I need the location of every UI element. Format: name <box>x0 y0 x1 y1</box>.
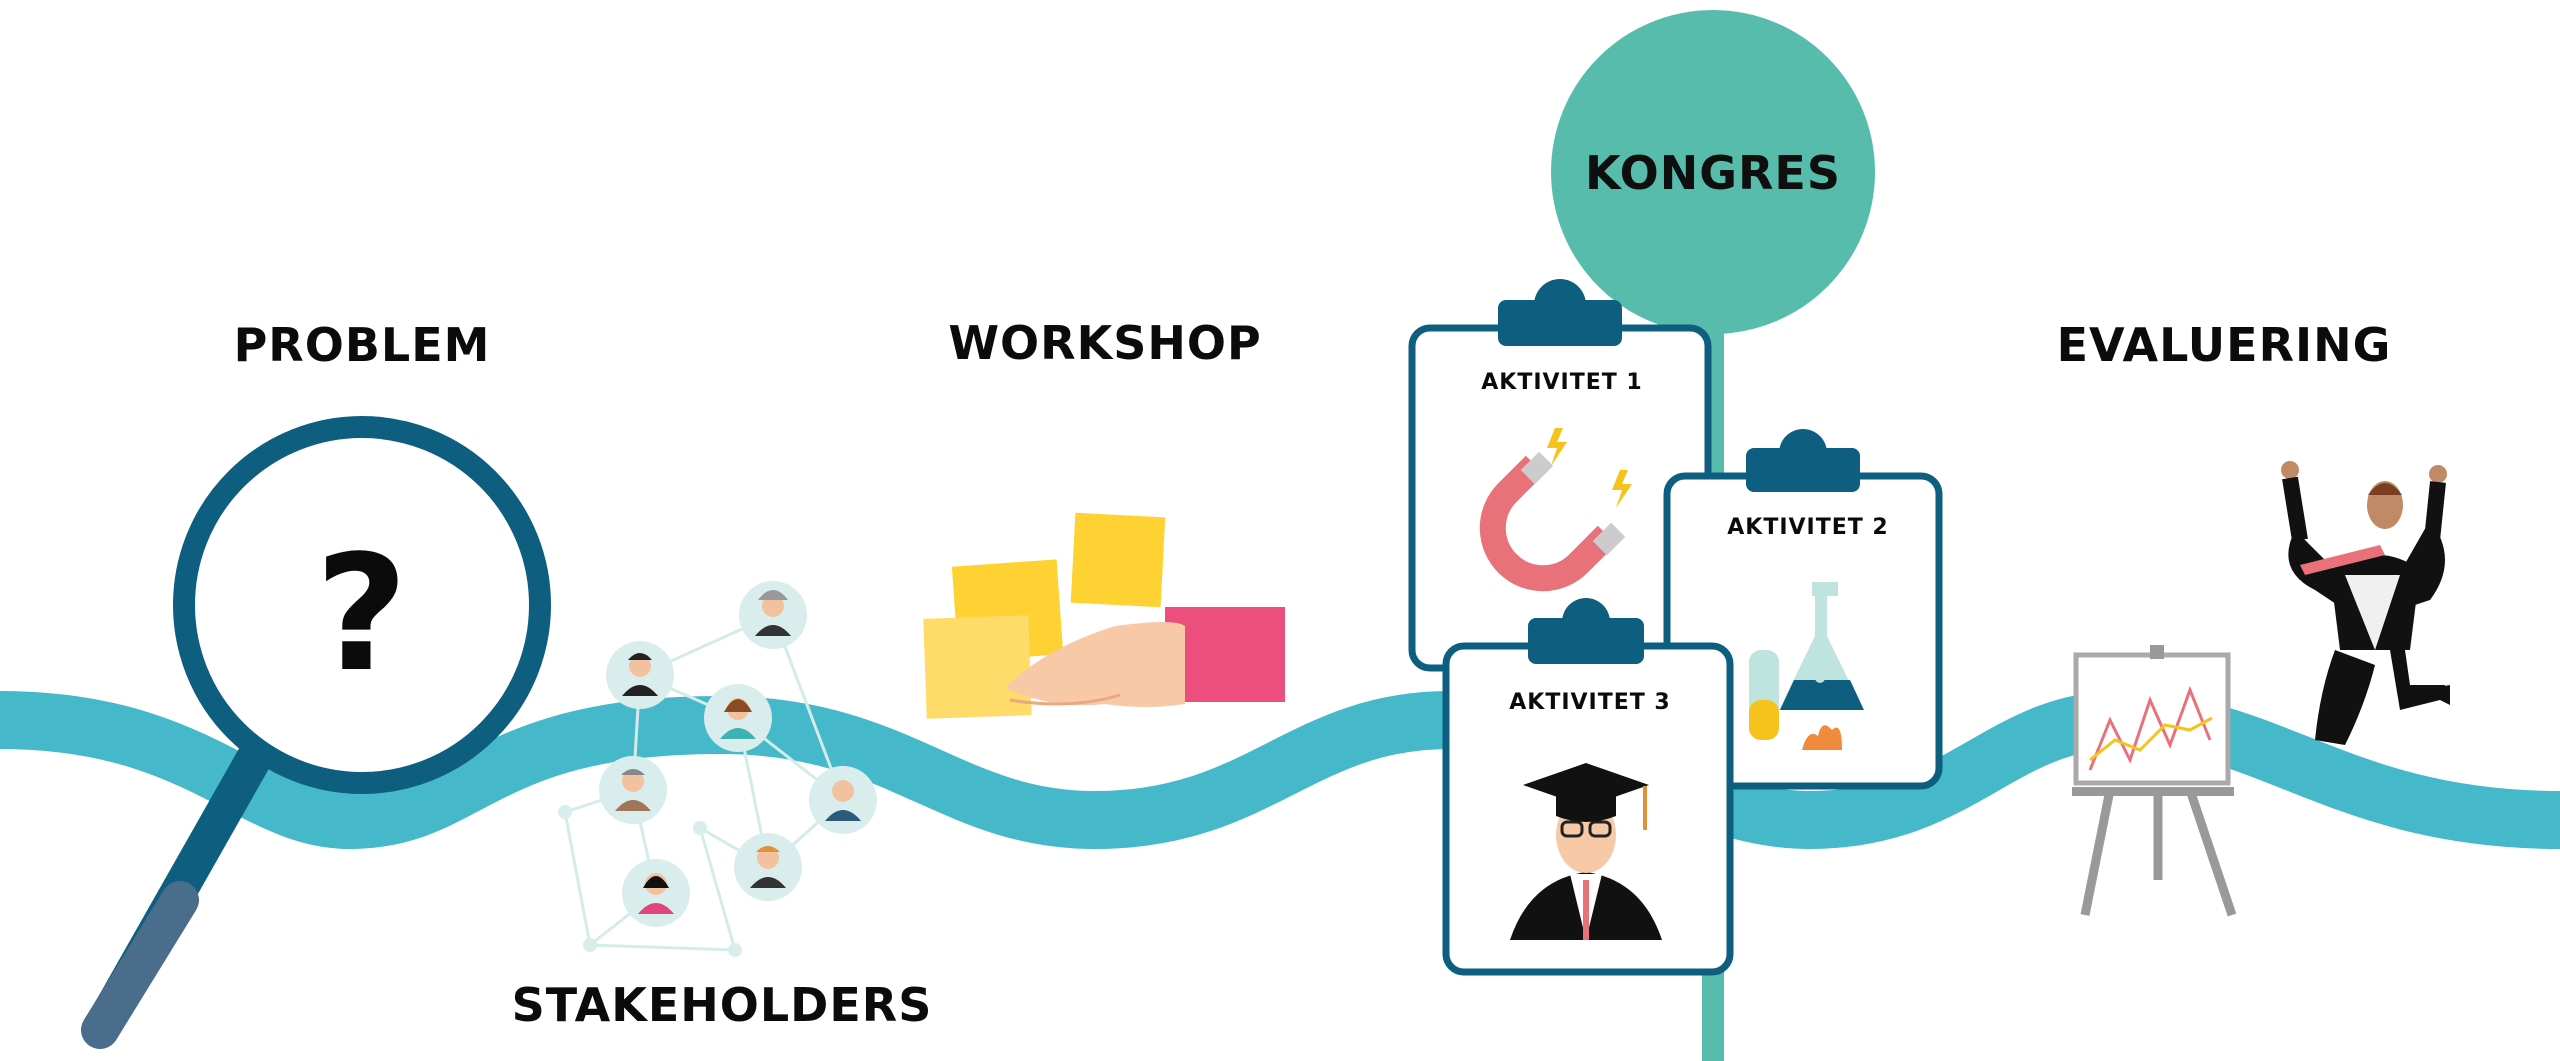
sticky-notes-icon <box>923 512 1285 719</box>
magnifier-icon <box>81 416 551 1049</box>
step-label-kongres: KONGRES <box>1585 146 1841 200</box>
step-label-workshop: WORKSHOP <box>948 316 1262 370</box>
question-mark: ? <box>315 520 409 707</box>
flask-icon <box>1749 582 1864 750</box>
step-label-problem: PROBLEM <box>233 318 491 372</box>
avatar <box>606 641 674 709</box>
clipboard-title-aktivitet-2: AKTIVITET 2 <box>1727 515 1889 540</box>
avatar <box>622 859 690 927</box>
avatar <box>599 756 667 824</box>
graduate-icon <box>1510 763 1662 940</box>
clipboard-aktivitet-3 <box>1442 598 1734 976</box>
avatar <box>809 766 877 834</box>
clipboard-aktivitet-2 <box>1663 429 1943 790</box>
avatar <box>704 684 772 752</box>
kongres-circle <box>1551 10 1875 334</box>
easel-chart-icon <box>2072 645 2237 917</box>
step-label-evaluering: EVALUERING <box>2056 318 2392 372</box>
avatar <box>734 833 802 901</box>
clipboard-title-aktivitet-1: AKTIVITET 1 <box>1481 370 1643 395</box>
stakeholder-network-icon <box>558 581 877 957</box>
jumping-person-icon <box>2281 461 2450 745</box>
step-label-stakeholders: STAKEHOLDERS <box>511 978 933 1032</box>
avatar <box>739 581 807 649</box>
magnet-icon <box>1479 428 1632 592</box>
clipboard-title-aktivitet-3: AKTIVITET 3 <box>1509 690 1671 715</box>
